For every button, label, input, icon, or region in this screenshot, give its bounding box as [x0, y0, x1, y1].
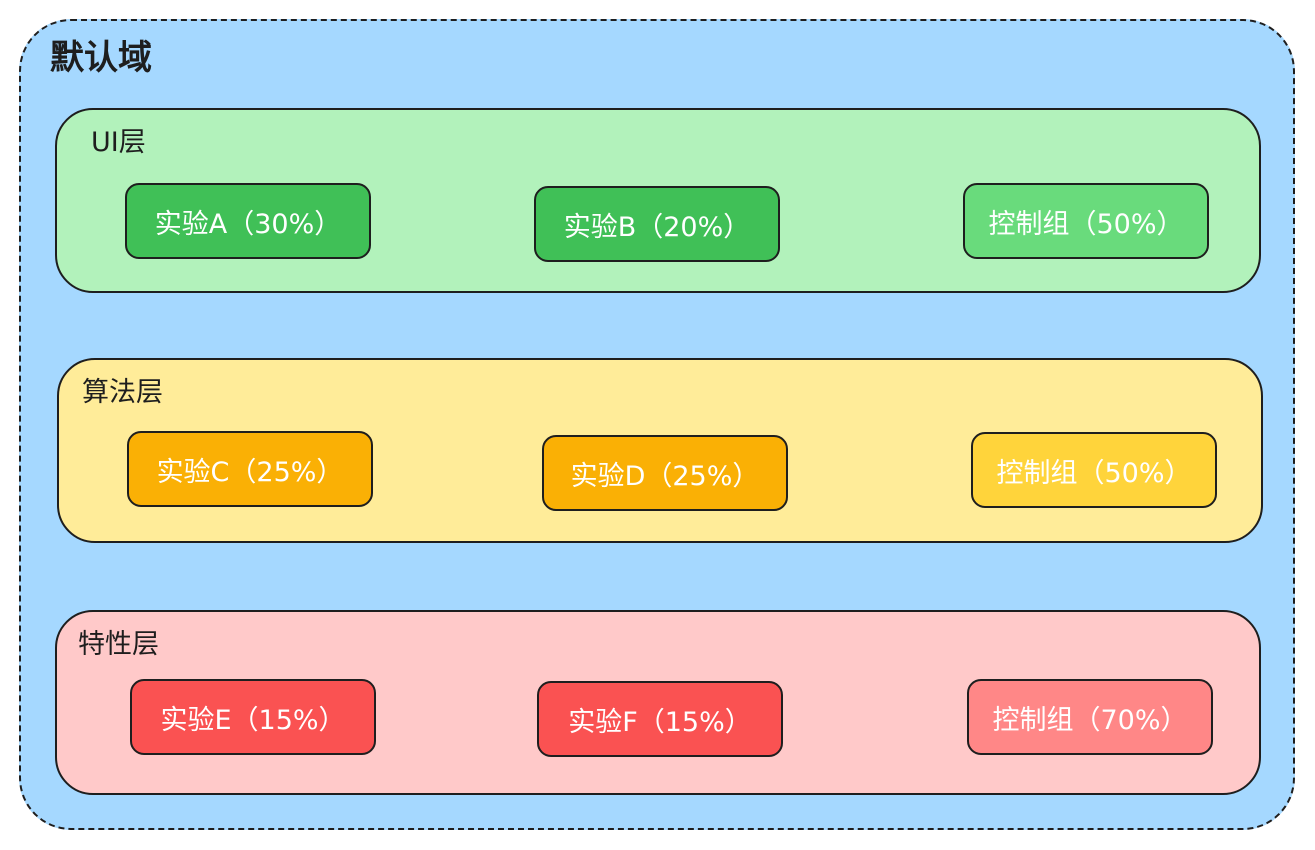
layer-feature-title: 特性层	[78, 629, 159, 660]
ui-control-group-box[interactable]: 控制组（50%）	[963, 183, 1209, 259]
experiment-f-box[interactable]: 实验F（15%）	[537, 681, 783, 757]
experiment-e-box[interactable]: 实验E（15%）	[130, 679, 376, 755]
experiment-a-box[interactable]: 实验A（30%）	[125, 183, 371, 259]
experiment-c-box[interactable]: 实验C（25%）	[127, 431, 373, 507]
algorithm-control-group-box[interactable]: 控制组（50%）	[971, 432, 1217, 508]
feature-control-group-box[interactable]: 控制组（70%）	[967, 679, 1213, 755]
layer-ui-title: UI层	[91, 127, 146, 158]
layer-algorithm-title: 算法层	[82, 377, 163, 408]
experiment-d-box[interactable]: 实验D（25%）	[542, 435, 788, 511]
domain-title: 默认域	[50, 38, 152, 78]
experiment-b-box[interactable]: 实验B（20%）	[534, 186, 780, 262]
